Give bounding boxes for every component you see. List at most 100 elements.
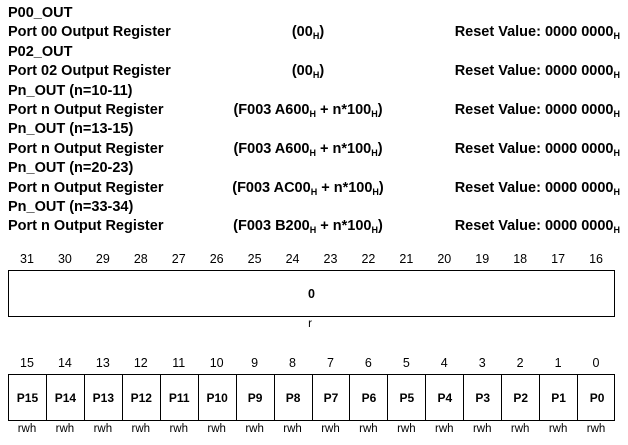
header-line: Port 00 Output Register (00H) Reset Value:… [8, 23, 620, 42]
reset-value: Reset Value: 0000 0000H [454, 140, 620, 158]
bit-access: rwh [397, 423, 416, 435]
register-name: Port n Output Register [8, 101, 164, 118]
reset-value: Reset Value: 0000 0000H [454, 24, 620, 42]
bit-number: 12 [133, 356, 148, 370]
bit-field-p1: P1 [540, 375, 579, 420]
reset-value: Reset Value: 0000 0000H [454, 218, 620, 236]
bit-number: 27 [171, 252, 186, 266]
bit-number: 21 [399, 252, 414, 266]
bit-number: 24 [285, 252, 300, 266]
bit-number: 23 [323, 252, 338, 266]
bit-number: 22 [361, 252, 376, 266]
register-name: Port n Output Register [8, 140, 164, 157]
bit-number: 10 [209, 356, 224, 370]
upper-field-value: 0 [308, 286, 315, 301]
reset-value: Reset Value: 0000 0000H [454, 63, 620, 81]
bit-field-p5: P5 [388, 375, 427, 420]
header-line: P02_OUT [8, 43, 620, 62]
bit-number: 17 [551, 252, 566, 266]
bit-access: rwh [359, 423, 378, 435]
bit-field-p12: P12 [123, 375, 161, 420]
bit-field-p10: P10 [199, 375, 237, 420]
bit-number: 6 [364, 356, 372, 370]
bit-field-p2: P2 [502, 375, 541, 420]
bit-access: rwh [93, 423, 113, 435]
bit-number: 28 [133, 252, 148, 266]
bit-number: 8 [289, 356, 296, 370]
register-address: (F003 A600H + n*100H) [233, 140, 383, 158]
bit-field-p3: P3 [464, 375, 503, 420]
reset-value: Reset Value: 0000 0000H [454, 179, 620, 197]
bit-number: 19 [475, 252, 490, 266]
register-address: (F003 AC00H + n*100H) [232, 179, 384, 197]
bit-number: 25 [247, 252, 262, 266]
bit-access: rwh [131, 423, 151, 435]
bit-number: 18 [513, 252, 528, 266]
bit-number: 15 [20, 356, 34, 370]
bit-field-p14: P14 [47, 375, 85, 420]
bit-field-p11: P11 [161, 375, 199, 420]
bit-number: 0 [592, 356, 600, 370]
bit-number: 26 [209, 252, 224, 266]
register-name: Port 00 Output Register [8, 24, 171, 41]
bit-access: rwh [55, 423, 75, 435]
bit-access: rwh [586, 423, 606, 435]
bit-access: rwh [245, 423, 264, 435]
register-address: (00H) [291, 63, 325, 81]
bit-access: rwh [510, 423, 530, 435]
bit-number: 20 [437, 252, 452, 266]
upper-field-access: r [308, 318, 312, 330]
bit-number: 1 [554, 356, 562, 370]
header-line: Pn_OUT (n=20-23) [8, 159, 620, 178]
bit-access: rwh [435, 423, 454, 435]
bit-number: 4 [440, 356, 448, 370]
bit-access: rwh [283, 423, 302, 435]
header-line: Pn_OUT (n=33-34) [8, 198, 620, 217]
header-line: Port n Output Register (F003 A600H + n*10… [8, 101, 620, 120]
upper-register-field: 0 [8, 270, 615, 317]
bit-field-p9: P9 [237, 375, 275, 420]
bit-access: rwh [17, 423, 37, 435]
register-name: Pn_OUT (n=33-34) [8, 198, 134, 215]
bit-number: 14 [57, 356, 72, 370]
register-name: P00_OUT [8, 5, 73, 21]
bit-number: 16 [589, 252, 603, 266]
bit-field-p0: P0 [589, 390, 605, 405]
register-name: Pn_OUT (n=20-23) [8, 160, 134, 177]
bit-field-p7: P7 [313, 375, 351, 420]
register-header: P00_OUT Port 00 Output Register (00H) Reset… [8, 4, 620, 237]
header-line: Port 02 Output Register (00H) Reset Value:… [8, 62, 620, 81]
bit-field-p4: P4 [426, 375, 465, 420]
register-address: (F003 A600H + n*100H) [233, 101, 383, 119]
bit-number: 7 [326, 356, 334, 370]
bit-number: 11 [172, 356, 186, 370]
reset-value: Reset Value: 0000 0000H [454, 101, 620, 119]
header-line: P00_OUT [8, 4, 620, 23]
register-name: Port 02 Output Register [8, 63, 171, 80]
bit-field-p8: P8 [275, 375, 313, 420]
header-line: Port n Output Register (F003 B200H + n*10… [8, 217, 620, 236]
header-line: Pn_OUT (n=13-15) [8, 120, 620, 139]
header-line: Pn_OUT (n=10-11) [8, 82, 620, 101]
bit-number: 3 [478, 356, 486, 370]
register-name: Port n Output Register [8, 179, 164, 196]
register-address: (00H) [291, 24, 325, 42]
bit-field-p13: P13 [85, 375, 123, 420]
register-address: (F003 B200H + n*100H) [233, 218, 383, 236]
bit-number: 30 [57, 252, 72, 266]
bit-field-p15: P15 [9, 375, 47, 420]
bit-number: 13 [95, 356, 110, 370]
bit-access: rwh [472, 423, 492, 435]
bit-number: 31 [20, 252, 34, 266]
bit-access: rwh [321, 423, 340, 435]
header-line: Port n Output Register (F003 AC00H + n*10… [8, 179, 620, 198]
bit-field-p6: P6 [350, 375, 389, 420]
register-name: Pn_OUT (n=13-15) [8, 121, 134, 138]
register-name: Port n Output Register [8, 218, 164, 235]
register-name: Pn_OUT (n=10-11) [8, 82, 133, 99]
header-line: Port n Output Register (F003 A600H + n*10… [8, 140, 620, 159]
